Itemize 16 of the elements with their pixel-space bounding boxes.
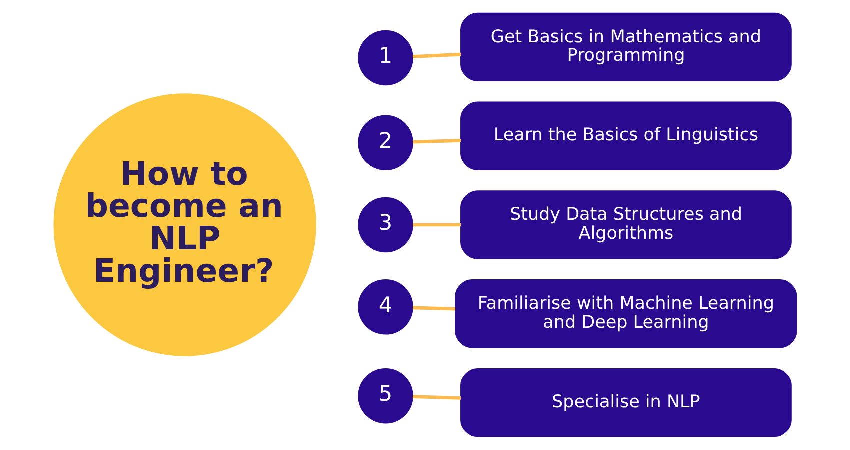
connector: [412, 52, 461, 58]
node-circle: 5: [358, 368, 413, 424]
node-box: Specialise in NLP: [460, 368, 792, 438]
node-box: Learn the Basics of Linguistics: [460, 102, 792, 170]
connector: [412, 395, 461, 400]
node-box: Familiarise with Machine Learning and Deep Learning: [454, 280, 797, 348]
node-circle: 1: [358, 30, 413, 86]
connector: [412, 139, 461, 144]
node-circle: 2: [358, 115, 413, 170]
connector: [412, 223, 461, 227]
node-circle: How to become an NLP Engineer?: [53, 94, 316, 356]
node-circle: 3: [358, 197, 413, 253]
connector: [412, 306, 455, 311]
node-box: Get Basics in Mathematics and Programming: [460, 12, 792, 82]
node-circle: 4: [358, 280, 413, 335]
node-box: Study Data Structures and Algorithms: [460, 190, 792, 260]
